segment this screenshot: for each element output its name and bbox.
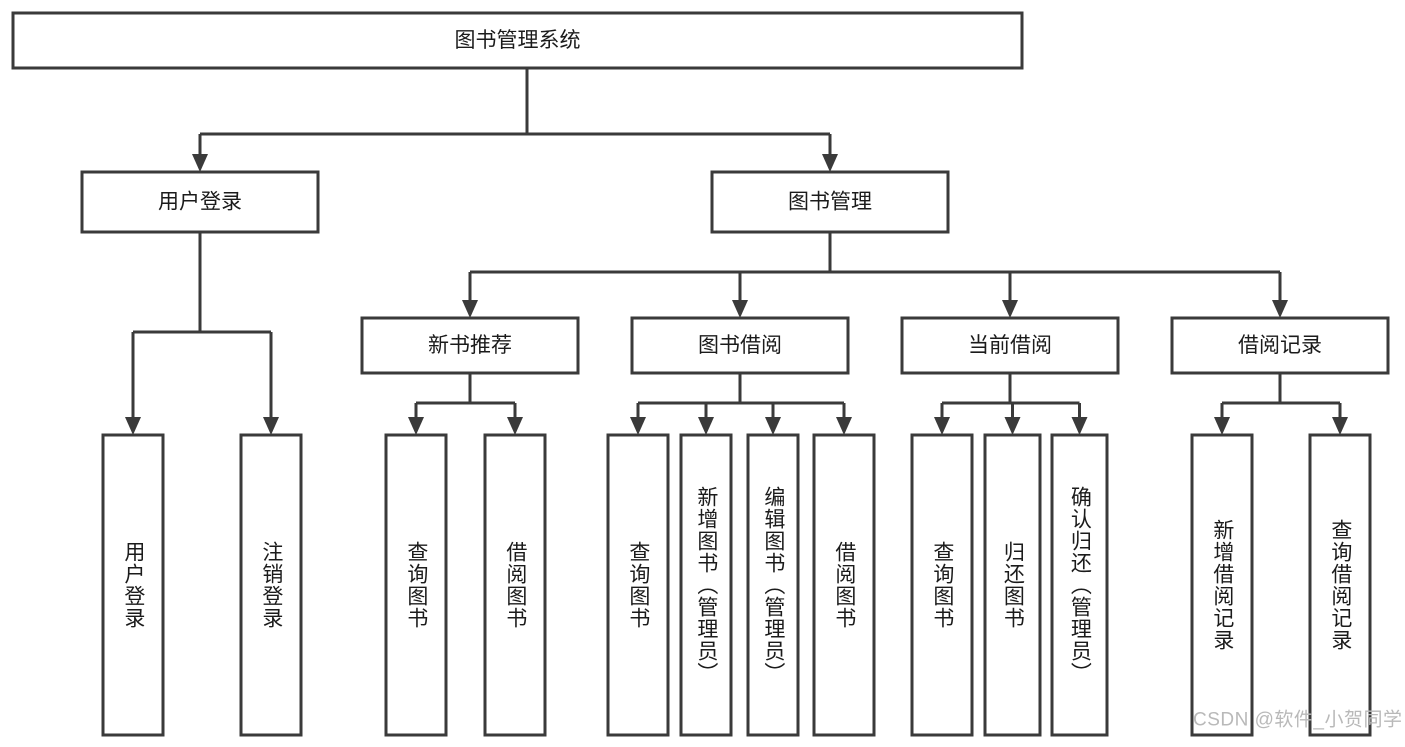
node-box-user-login[interactable] <box>80 170 320 234</box>
node-box-leaf-query-borrow-record[interactable] <box>1308 433 1372 737</box>
connector-current-borrow-to-leaf-return-book-arrowhead <box>1004 417 1021 435</box>
connector-borrow-record-to-leaf-add-borrow-record-arrowhead <box>1214 417 1230 435</box>
node-label-current-borrow: 当前借阅 <box>968 334 1052 357</box>
node-box-book-borrow[interactable] <box>630 316 850 375</box>
node-label-root: 图书管理系统 <box>455 29 581 52</box>
connector-book-management-to-current-borrow-arrowhead <box>1002 300 1018 318</box>
connector-book-management-to-new-book-recommend-arrowhead <box>462 300 478 318</box>
node-box-book-management[interactable] <box>710 170 950 234</box>
node-box-leaf-borrow-book-1[interactable] <box>483 433 547 737</box>
connector-root-to-user-login-arrowhead <box>192 154 208 172</box>
connector-new-book-recommend-to-leaf-borrow-book-1-arrowhead <box>507 417 523 435</box>
node-box-leaf-edit-book[interactable] <box>746 433 800 737</box>
connector-user-login-to-leaf-user-logout-arrowhead <box>263 417 279 435</box>
node-label-borrow-record: 借阅记录 <box>1238 334 1322 357</box>
node-box-leaf-confirm-return[interactable] <box>1050 433 1109 737</box>
connector-new-book-recommend-to-leaf-query-book-1-arrowhead <box>408 417 424 435</box>
node-label-user-login: 用户登录 <box>158 191 242 214</box>
connector-current-borrow-to-leaf-confirm-return-arrowhead <box>1071 417 1088 435</box>
node-boxes <box>11 11 1390 737</box>
node-box-leaf-query-book-3[interactable] <box>910 433 974 737</box>
node-box-leaf-borrow-book-2[interactable] <box>812 433 876 737</box>
connector-book-borrow-to-leaf-query-book-2-arrowhead <box>630 417 646 435</box>
node-box-borrow-record[interactable] <box>1170 316 1390 375</box>
node-label-book-management: 图书管理 <box>788 191 872 214</box>
watermark-text: CSDN @软件_小贺同学 <box>1193 709 1403 731</box>
connector-lines <box>125 68 1348 435</box>
node-box-new-book-recommend[interactable] <box>360 316 580 375</box>
connector-book-management-to-book-borrow-arrowhead <box>732 300 748 318</box>
connector-current-borrow-to-leaf-query-book-3-arrowhead <box>934 417 950 435</box>
node-box-leaf-query-book-2[interactable] <box>606 433 670 737</box>
connector-borrow-record-to-leaf-query-borrow-record-arrowhead <box>1332 417 1348 435</box>
node-box-leaf-user-login[interactable] <box>101 433 165 737</box>
node-box-root[interactable] <box>11 11 1024 70</box>
node-box-current-borrow[interactable] <box>900 316 1120 375</box>
node-box-leaf-query-book-1[interactable] <box>384 433 448 737</box>
connector-book-borrow-to-leaf-add-book-arrowhead <box>698 417 714 435</box>
connector-book-borrow-to-leaf-borrow-book-2-arrowhead <box>836 417 852 435</box>
node-box-leaf-add-book[interactable] <box>679 433 733 737</box>
connector-book-management-to-borrow-record-arrowhead <box>1272 300 1288 318</box>
node-box-leaf-user-logout[interactable] <box>239 433 303 737</box>
node-box-leaf-add-borrow-record[interactable] <box>1190 433 1254 737</box>
node-label-book-borrow: 图书借阅 <box>698 334 782 357</box>
node-label-new-book-recommend: 新书推荐 <box>428 334 512 357</box>
connector-book-borrow-to-leaf-edit-book-arrowhead <box>765 417 781 435</box>
connector-root-to-book-management-arrowhead <box>822 154 838 172</box>
node-box-leaf-return-book[interactable] <box>983 433 1042 737</box>
connector-user-login-to-leaf-user-login-arrowhead <box>125 417 141 435</box>
